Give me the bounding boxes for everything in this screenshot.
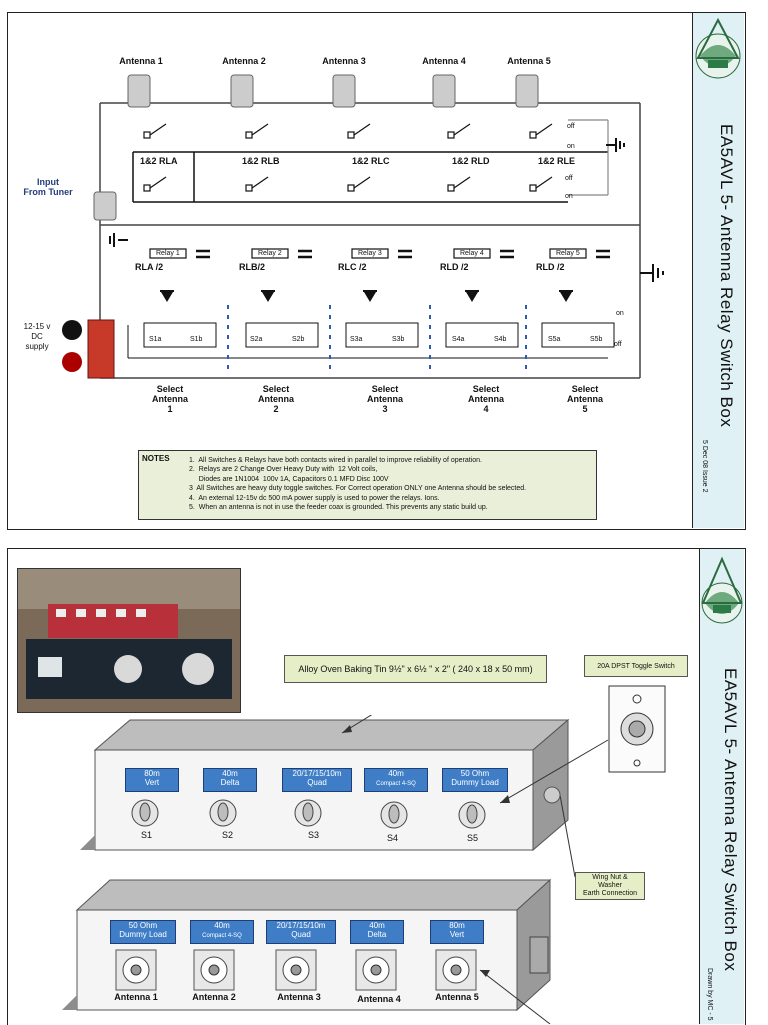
rear-so239-connectors (115, 949, 477, 991)
rear-label-subtext: Compact 4-SQ (202, 933, 242, 939)
rear-label-text: 50 Ohm Dummy Load (119, 921, 167, 939)
rear-label-text: 20/17/15/10m Quad (276, 921, 326, 939)
layout-title: EA5AVL 5- Antenna Relay Switch Box (721, 668, 740, 972)
schematic-diagram (62, 74, 664, 379)
layout-logo (701, 556, 743, 624)
rear-antenna-label: Antenna 1 (114, 992, 158, 1002)
antenna-label: Antenna 5 (507, 56, 551, 66)
rear-label-text: 80m Vert (449, 921, 465, 939)
schematic-logo (695, 17, 741, 79)
antenna-label: Antenna 1 (119, 56, 163, 66)
switch-label: S4 (387, 833, 399, 843)
rear-label-80m: 80m Vert (430, 920, 484, 944)
select-antenna-label: Select Antenna 2 (258, 384, 294, 414)
switch-label: S3 (308, 830, 320, 840)
switch-label: S5b (590, 336, 603, 343)
drawn-by: Drawn by MC - 5 (706, 968, 713, 1021)
relay-half-label: RLA /2 (135, 262, 164, 272)
front-label-text: 40m (388, 769, 404, 778)
rear-label-text: 40m (214, 921, 230, 930)
front-label-80m: 80m Vert (125, 768, 179, 792)
front-label-dummy-load: 50 Ohm Dummy Load (442, 768, 508, 792)
relay-contact-label: 1&2 RLE (538, 156, 576, 166)
relay-contact-label: 1&2 RLA (140, 156, 178, 166)
wingnut-label: Wing Nut & Washer Earth Connection (575, 872, 645, 900)
relay-contact-label: 1&2 RLB (242, 156, 280, 166)
front-label-text: 20/17/15/10m Quad (292, 769, 342, 787)
switch-label: S4a (452, 336, 465, 343)
relay-coil-label: Relay 1 (156, 250, 180, 257)
switch-label: S5a (548, 336, 561, 343)
switch-label: S2b (292, 336, 305, 343)
off-label: off (565, 175, 573, 182)
switch-label: S5 (467, 833, 479, 843)
antenna-label: Antenna 3 (322, 56, 366, 66)
switch-label: S3b (392, 336, 405, 343)
switch-label: S3a (350, 336, 363, 343)
front-label-40m-delta: 40m Delta (203, 768, 257, 792)
on-label: on (565, 193, 573, 200)
layout-title-strip (699, 549, 744, 1024)
front-label-text: 40m Delta (220, 769, 240, 787)
relay-contact-label: 1&2 RLC (352, 156, 390, 166)
antenna-label: Antenna 2 (222, 56, 266, 66)
rear-label-text: 40m Delta (367, 921, 387, 939)
front-label-text: 50 Ohm Dummy Load (451, 769, 499, 787)
off-label: off (567, 123, 575, 130)
tin-label: Alloy Oven Baking Tin 9½" x 6½ " x 2" ( … (284, 655, 547, 683)
on-label: on (616, 310, 624, 317)
rear-antenna-label: Antenna 3 (277, 992, 321, 1002)
select-antenna-label: Select Antenna 4 (468, 384, 504, 414)
relay-half-label: RLD /2 (536, 262, 565, 272)
rear-antenna-label: Antenna 2 (192, 992, 236, 1002)
issue-date: 5 Dec 08 Issue 2 (701, 440, 708, 493)
select-antenna-label: Select Antenna 1 (152, 384, 188, 414)
rear-label-dummy-load: 50 Ohm Dummy Load (110, 920, 176, 944)
notes-heading: NOTES (142, 454, 170, 463)
rear-antenna-label: Antenna 5 (435, 992, 479, 1002)
rear-antenna-label: Antenna 4 (357, 994, 401, 1004)
relay-coil-label: Relay 3 (358, 250, 382, 257)
select-antenna-label: Select Antenna 5 (567, 384, 603, 414)
relay-half-label: RLD /2 (440, 262, 469, 272)
dc-supply-label: 12-15 v DC supply (23, 322, 51, 351)
switch-label: S1 (141, 830, 153, 840)
switch-label: S1b (190, 336, 203, 343)
rear-label-quad: 20/17/15/10m Quad (266, 920, 336, 944)
notes-box: NOTES 1. All Switches & Relays have both… (138, 450, 597, 520)
schematic-title-strip (692, 13, 744, 528)
input-from-tuner-label: Input From Tuner (23, 177, 73, 197)
on-label: on (567, 143, 575, 150)
relay-coil-label: Relay 4 (460, 250, 484, 257)
antenna-label: Antenna 4 (422, 56, 466, 66)
relay-half-label: RLB/2 (239, 262, 266, 272)
off-label: off (614, 341, 622, 348)
toggle-switch-detail (608, 685, 666, 773)
front-label-subtext: Compact 4-SQ (376, 781, 416, 787)
switch-label: S2 (222, 830, 234, 840)
switch-label: S2a (250, 336, 263, 343)
relay-half-label: RLC /2 (338, 262, 367, 272)
notes-text: 1. All Switches & Relays have both conta… (189, 457, 527, 512)
toggle-switch-label: 20A DPST Toggle Switch (584, 655, 688, 677)
front-label-quad: 20/17/15/10m Quad (282, 768, 352, 792)
front-label-text: 80m Vert (144, 769, 160, 787)
relay-contact-label: 1&2 RLD (452, 156, 490, 166)
relay-coil-label: Relay 2 (258, 250, 282, 257)
rear-label-40m-delta: 40m Delta (350, 920, 404, 944)
relay-coil-label: Relay 5 (556, 250, 580, 257)
schematic-title: EA5AVL 5- Antenna Relay Switch Box (717, 124, 736, 428)
select-antenna-label: Select Antenna 3 (367, 384, 403, 414)
front-toggle-switches (131, 799, 486, 829)
switch-label: S4b (494, 336, 507, 343)
switch-label: S1a (149, 336, 162, 343)
enclosure-photo (17, 568, 241, 713)
